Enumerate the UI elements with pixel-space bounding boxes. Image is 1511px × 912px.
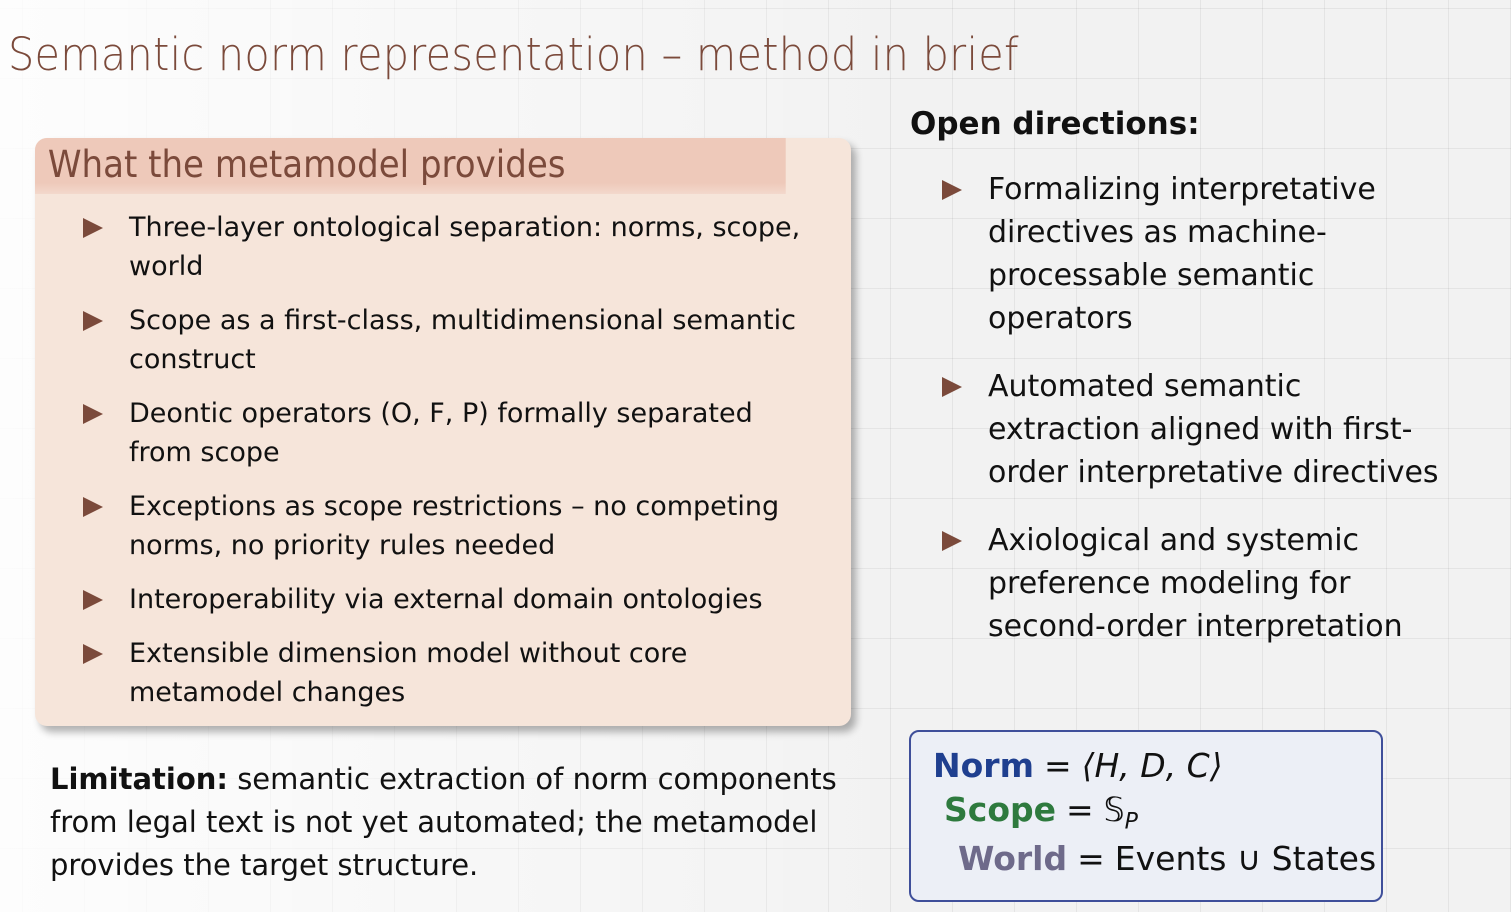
scope-rhs: 𝕊	[1103, 790, 1125, 829]
norm-rhs: ⟨H, D, C⟩	[1081, 746, 1223, 785]
list-item-text: Three-layer ontological separation: norm…	[129, 212, 801, 282]
metamodel-provides-block: What the metamodel provides Three-layer …	[35, 138, 851, 726]
list-item: Three-layer ontological separation: norm…	[83, 208, 821, 286]
bullet-triangle-icon	[83, 644, 103, 664]
list-item: Automated semantic extraction aligned wi…	[942, 365, 1462, 494]
list-item-text: Automated semantic extraction aligned wi…	[988, 369, 1439, 490]
list-item: Deontic operators (O, F, P) formally sep…	[83, 394, 821, 472]
equals-sign: =	[1043, 746, 1072, 785]
list-item: Exceptions as scope restrictions – no co…	[83, 487, 821, 565]
world-label: World	[958, 839, 1068, 878]
list-item-text: Formalizing interpretative directives as…	[988, 172, 1376, 336]
list-item-text: Axiological and systemic preference mode…	[988, 523, 1403, 644]
limitation-note: Limitation: semantic extraction of norm …	[50, 758, 850, 887]
block-heading: What the metamodel provides	[35, 138, 786, 194]
list-item-text: Deontic operators (O, F, P) formally sep…	[129, 398, 753, 468]
bullet-triangle-icon	[83, 404, 103, 424]
world-formula: World=Events ∪ States	[958, 839, 1376, 878]
open-directions-heading: Open directions:	[910, 106, 1200, 142]
equals-sign: =	[1077, 839, 1105, 878]
norm-formula: Norm=⟨H, D, C⟩	[933, 746, 1223, 785]
provides-list: Three-layer ontological separation: norm…	[35, 194, 851, 712]
limitation-text: semantic extraction of norm components f…	[50, 762, 837, 882]
scope-formula: Scope=𝕊P	[944, 790, 1138, 835]
bullet-triangle-icon	[942, 180, 962, 200]
list-item: Formalizing interpretative directives as…	[942, 168, 1462, 340]
scope-label: Scope	[944, 790, 1057, 829]
bullet-triangle-icon	[942, 531, 962, 551]
slide-title: Semantic norm representation – method in…	[8, 28, 1019, 81]
list-item: Axiological and systemic preference mode…	[942, 519, 1462, 648]
open-directions-list: Formalizing interpretative directives as…	[942, 168, 1462, 673]
list-item: Extensible dimension model without core …	[83, 634, 821, 712]
bullet-triangle-icon	[83, 218, 103, 238]
list-item-text: Interoperability via external domain ont…	[129, 584, 763, 615]
bullet-triangle-icon	[83, 590, 103, 610]
limitation-label: Limitation:	[50, 762, 228, 796]
formula-box: Norm=⟨H, D, C⟩ Scope=𝕊P World=Events ∪ S…	[909, 730, 1383, 902]
list-item: Scope as a first-class, multidimensional…	[83, 301, 821, 379]
list-item-text: Scope as a first-class, multidimensional…	[129, 305, 796, 375]
list-item-text: Extensible dimension model without core …	[129, 638, 688, 708]
list-item: Interoperability via external domain ont…	[83, 580, 821, 619]
bullet-triangle-icon	[83, 311, 103, 331]
equals-sign: =	[1066, 790, 1094, 829]
scope-subscript: P	[1124, 809, 1138, 835]
bullet-triangle-icon	[83, 497, 103, 517]
world-rhs: Events ∪ States	[1114, 839, 1377, 878]
bullet-triangle-icon	[942, 377, 962, 397]
list-item-text: Exceptions as scope restrictions – no co…	[129, 491, 780, 561]
norm-label: Norm	[933, 746, 1034, 785]
